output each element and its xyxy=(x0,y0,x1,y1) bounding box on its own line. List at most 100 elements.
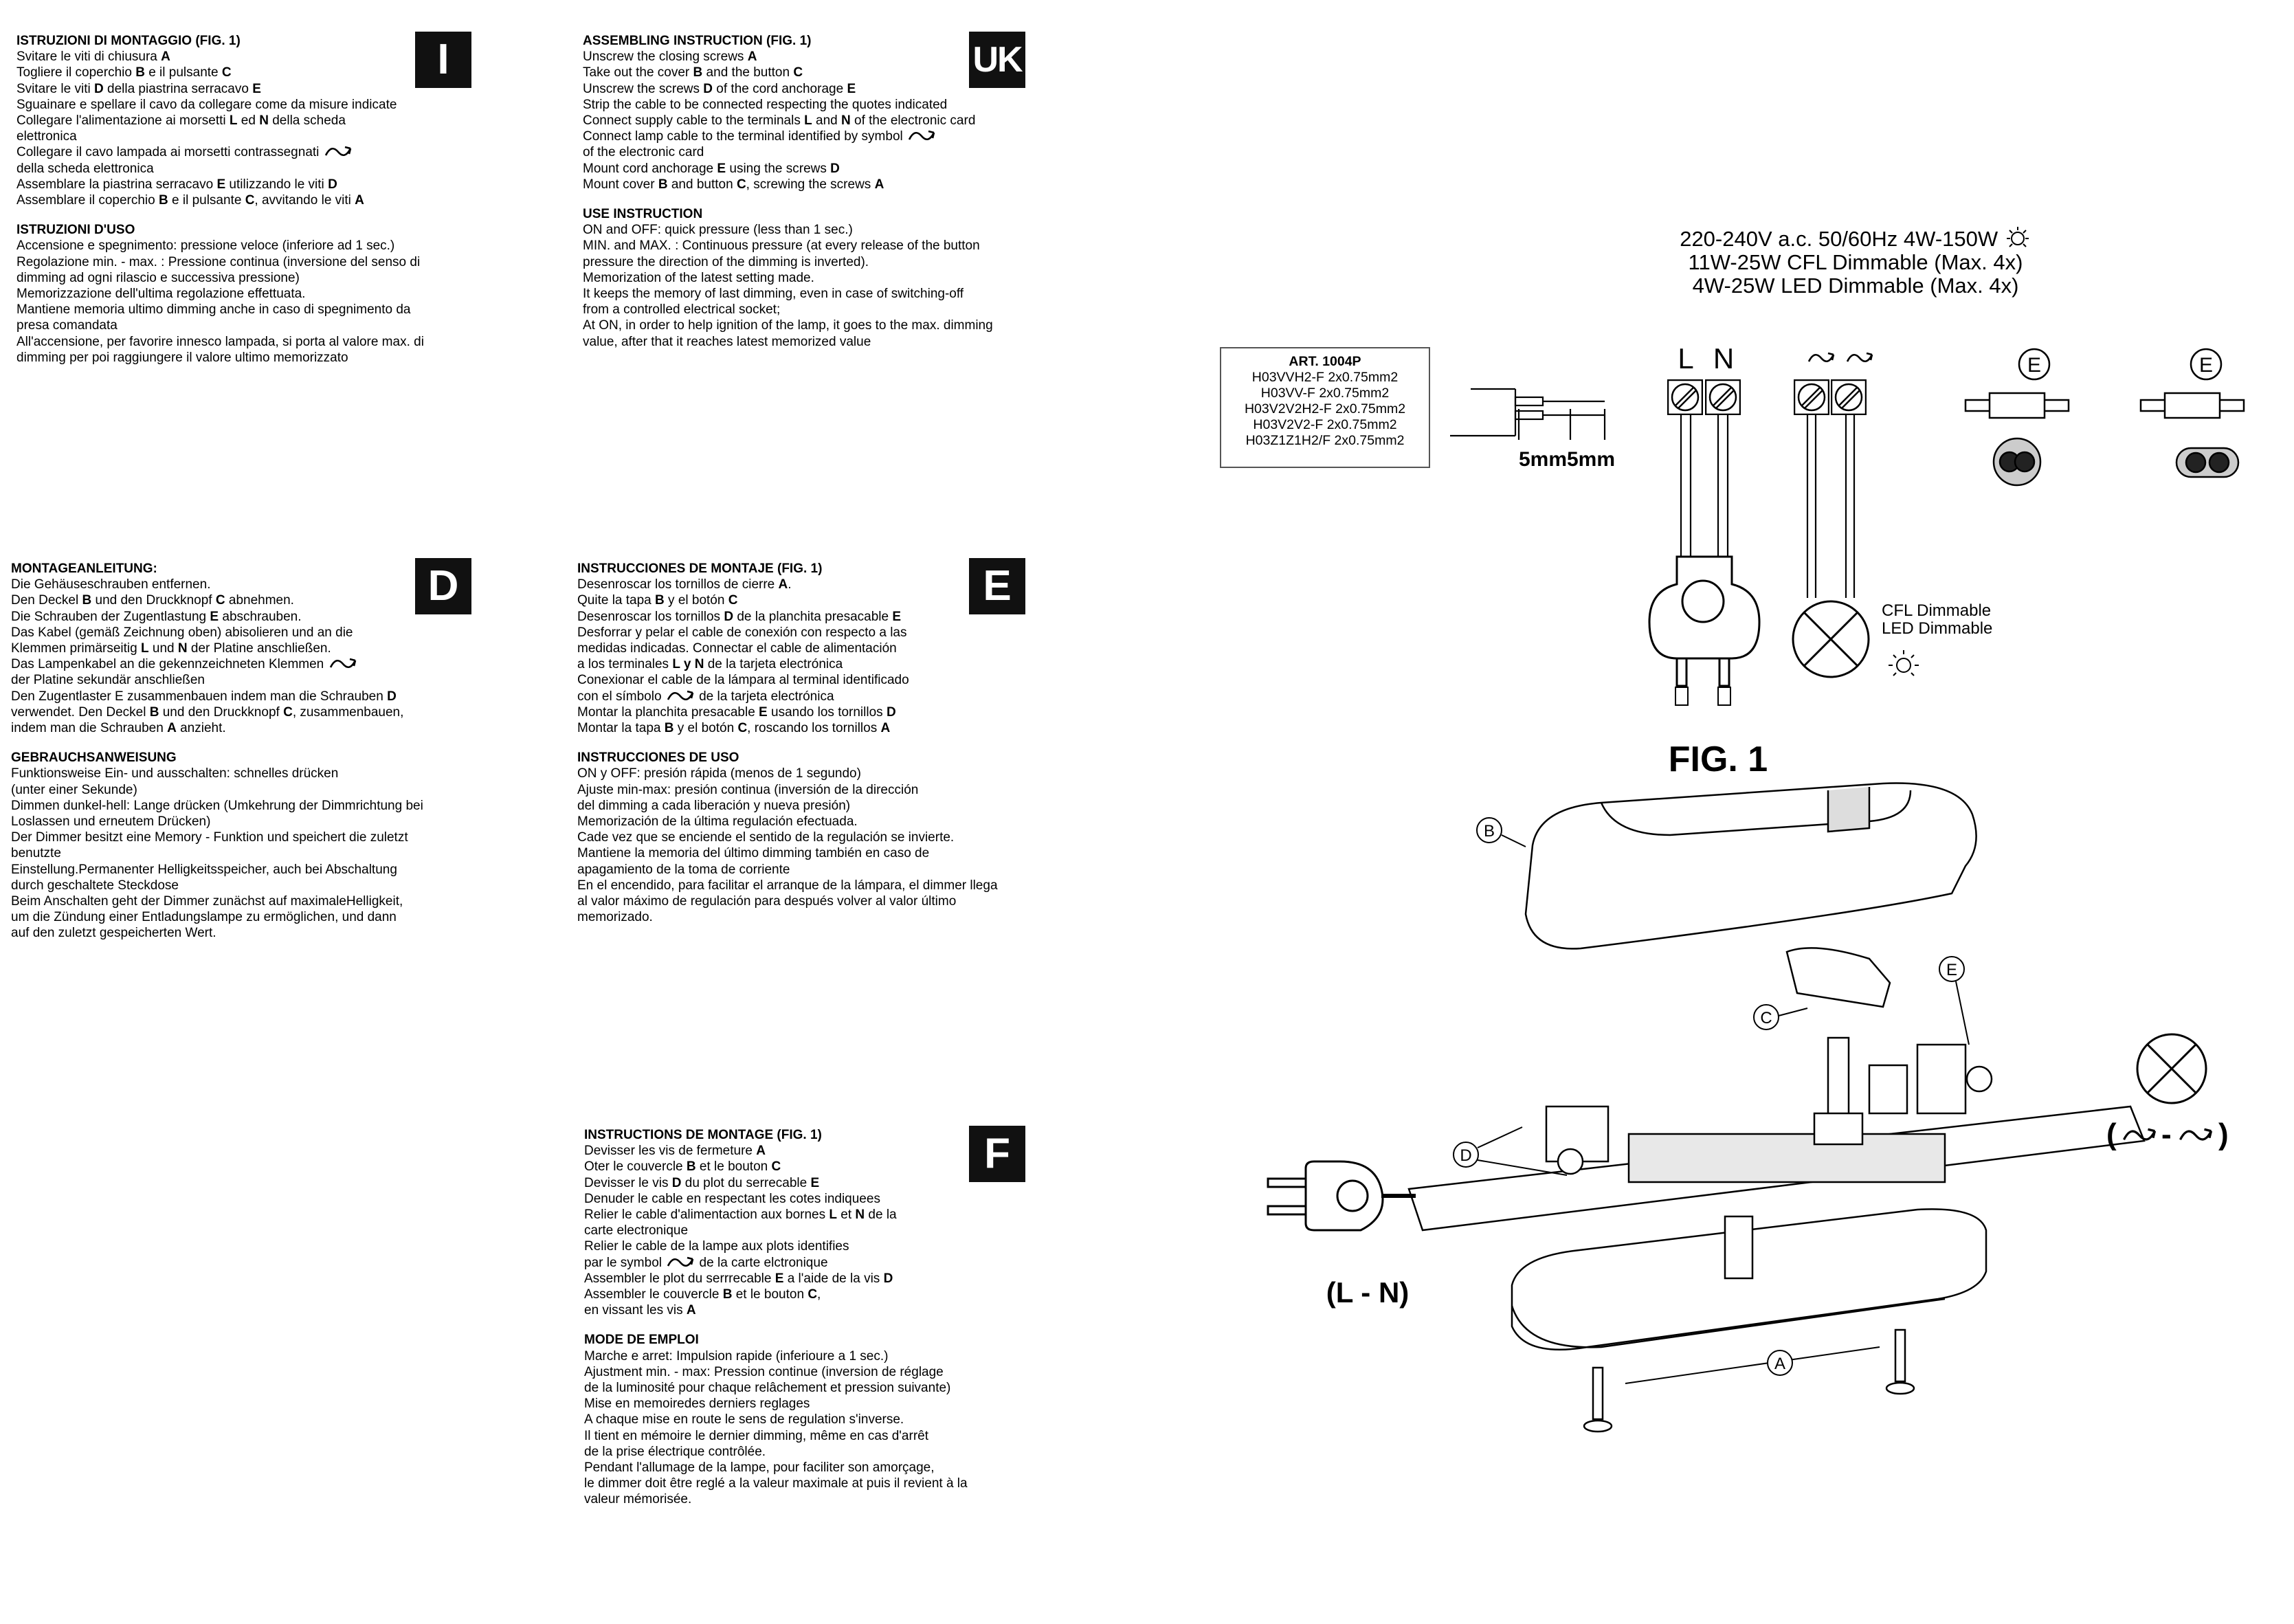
use-title: USE INSTRUCTION xyxy=(583,207,703,222)
use-line: A chaque mise en route le sens de regula… xyxy=(584,1412,904,1427)
svg-text:C: C xyxy=(1760,1009,1772,1027)
anchor-label: E xyxy=(2199,354,2213,377)
svg-text:E: E xyxy=(1946,961,1957,979)
instruction-line: Die Gehäuseschrauben entfernen. xyxy=(11,577,211,592)
use-line: All'accensione, per favorire innesco lam… xyxy=(16,334,424,349)
use-line: Memorización de la última regulación efe… xyxy=(577,814,858,830)
use-line: Pendant l'allumage de la lampe, pour fac… xyxy=(584,1460,935,1476)
supply-wires xyxy=(1680,415,1729,557)
instruction-line: a los terminales L y N de la tarjeta ele… xyxy=(577,657,843,672)
instruction-line: Collegare l'alimentazione ai morsetti L … xyxy=(16,113,346,129)
rating-line-2: 11W-25W CFL Dimmable (Max. 4x) xyxy=(1688,250,2023,274)
cable-type: H03V2V2-F 2x0.75mm2 xyxy=(1253,417,1397,432)
svg-text:(: ( xyxy=(2106,1117,2117,1151)
instruction-line: indem man die Schrauben A anzieht. xyxy=(11,721,226,736)
stripped-cable xyxy=(1450,388,1606,440)
section-german: MONTAGEANLEITUNG:Die Gehäuseschrauben en… xyxy=(11,561,478,942)
svg-text:D: D xyxy=(1460,1146,1471,1165)
instruction-line: Assembler le plot du serrrecable E a l'a… xyxy=(584,1271,893,1286)
use-line: Memorizzazione dell'ultima regolazione e… xyxy=(16,287,306,302)
use-line: apagamiento de la toma de corriente xyxy=(577,862,790,877)
screw-a-left xyxy=(1583,1366,1613,1433)
dimmer-symbol-icon xyxy=(667,690,694,700)
svg-text:A: A xyxy=(1774,1355,1785,1373)
instruction-line: Montar la planchita presacable E usando … xyxy=(577,704,896,720)
svg-text:B: B xyxy=(1484,822,1495,841)
badge-french: F xyxy=(969,1126,1025,1182)
use-line: dimming per poi raggiungere il valore ul… xyxy=(16,350,348,365)
section-title: INSTRUCCIONES DE MONTAJE (FIG. 1) xyxy=(577,561,823,576)
instruction-line: Sguainare e spellare il cavo da collegar… xyxy=(16,97,397,112)
instruction-line: Unscrew the closing screws A xyxy=(583,49,757,65)
rating-line-1: 220-240V a.c. 50/60Hz 4W-150W xyxy=(1680,227,1998,251)
use-title: MODE DE EMPLOI xyxy=(584,1333,699,1348)
dimmer-symbol-icon xyxy=(329,658,356,669)
dimmer-symbol-icon xyxy=(908,130,935,141)
badge-german: D xyxy=(415,558,471,614)
pcb-assembly xyxy=(1407,1036,2146,1232)
callout-b xyxy=(1476,817,1526,847)
instruction-line: Togliere il coperchio B e il pulsante C xyxy=(16,65,232,80)
section-title: MONTAGEANLEITUNG: xyxy=(11,561,157,576)
plug-icon xyxy=(1648,555,1761,687)
use-line: al valor máximo de regulación para despu… xyxy=(577,894,957,909)
instruction-line: of the electronic card xyxy=(583,145,704,160)
lamp-icon xyxy=(1792,600,1870,678)
callout-d xyxy=(1453,1126,1568,1176)
svg-text:-: - xyxy=(2161,1117,2172,1151)
instruction-line: Desforrar y pelar el cable de conexión c… xyxy=(577,625,907,640)
instruction-line: Montar la tapa B y el botón C, roscando … xyxy=(577,721,891,736)
instruction-line: Collegare il cavo lampada ai morsetti co… xyxy=(16,144,484,160)
terminal-label-l: L xyxy=(1678,342,1693,375)
rating-spec: 220-240V a.c. 50/60Hz 4W-150W 11W-25W CF… xyxy=(1512,225,2199,298)
cable-type: H03VVH2-F 2x0.75mm2 xyxy=(1251,370,1399,385)
use-line: le dimmer doit être reglé a la valeur ma… xyxy=(584,1476,968,1491)
badge-spanish: E xyxy=(969,558,1025,614)
instruction-line: Klemmen primärseitig L und N der Platine… xyxy=(11,641,331,656)
instruction-line: Mount cover B and button C, screwing the… xyxy=(583,177,884,192)
badge-english: UK xyxy=(969,32,1025,88)
instruction-line: Assemblare la piastrina serracavo E util… xyxy=(16,177,337,192)
use-line: de la luminosité pour chaque relâchement… xyxy=(584,1381,951,1396)
article-title: ART. 1004P xyxy=(1289,354,1361,369)
use-line: Einstellung.Permanenter Helligkeitsspeic… xyxy=(11,862,397,877)
use-line: At ON, in order to help ignition of the … xyxy=(583,318,993,333)
instruction-line: Strip the cable to be connected respecti… xyxy=(583,97,948,112)
use-line: from a controlled electrical socket; xyxy=(583,302,781,318)
use-line: pressure the direction of the dimming is… xyxy=(583,254,869,269)
dimmer-symbol-icon xyxy=(667,1256,694,1267)
cable-type: H03Z1Z1H2/F 2x0.75mm2 xyxy=(1245,433,1405,448)
use-line: MIN. and MAX. : Continuous pressure (at … xyxy=(583,238,980,254)
instruction-line: Devisser le vis D du plot du serrecable … xyxy=(584,1175,820,1190)
cable-type: H03VV-F 2x0.75mm2 xyxy=(1260,386,1390,401)
lamp-terminal-symbol: ( - ) xyxy=(2106,1117,2229,1151)
use-line: Marche e arret: Impulsion rapide (inferi… xyxy=(584,1348,889,1364)
use-line: memorizado. xyxy=(577,910,653,925)
instruction-line: Quite la tapa B y el botón C xyxy=(577,593,738,608)
section-spanish: INSTRUCCIONES DE MONTAJE (FIG. 1)Desenro… xyxy=(577,561,1072,925)
instruction-line: Assemblare il coperchio B e il pulsante … xyxy=(16,193,364,208)
dimmer-symbol-icon xyxy=(324,146,351,157)
instruction-line: Assembler le couvercle B et le bouton C, xyxy=(584,1287,821,1302)
use-line: ON and OFF: quick pressure (less than 1 … xyxy=(583,223,853,238)
instruction-line: Conexionar el cable de la lámpara al ter… xyxy=(577,673,909,688)
small-bulb-icon xyxy=(1889,650,1919,676)
callout-a xyxy=(1767,1350,1793,1376)
anchor-label: E xyxy=(2027,354,2041,377)
use-line: Memorization of the latest setting made. xyxy=(583,270,814,285)
instruction-line: verwendet. Den Deckel B und den Druckkno… xyxy=(11,704,404,720)
instruction-line: Take out the cover B and the button C xyxy=(583,65,803,80)
section-title: ISTRUZIONI DI MONTAGGIO (FIG. 1) xyxy=(16,34,241,48)
instruction-line: Das Lampenkabel an die gekennzeichneten … xyxy=(11,656,478,672)
instruction-line: medidas indicadas. Connectar el cable de… xyxy=(577,641,897,656)
use-line: del dimming a cada liberación y nueva pr… xyxy=(577,798,851,813)
instruction-line: Das Kabel (gemäß Zeichnung oben) abisoli… xyxy=(11,625,353,640)
use-line: durch geschaltete Steckdose xyxy=(11,878,179,893)
use-line: ON y OFF: presión rápida (menos de 1 seg… xyxy=(577,766,861,781)
use-line: presa comandata xyxy=(16,318,118,333)
use-line: Accensione e spegnimento: pressione velo… xyxy=(16,238,395,254)
use-line: Mise en memoiredes derniers reglages xyxy=(584,1397,810,1412)
cover-b xyxy=(1524,782,1977,950)
svg-text:): ) xyxy=(2218,1117,2229,1151)
article-box: ART. 1004P H03VVH2-F 2x0.75mm2 H03VV-F 2… xyxy=(1220,347,1430,468)
